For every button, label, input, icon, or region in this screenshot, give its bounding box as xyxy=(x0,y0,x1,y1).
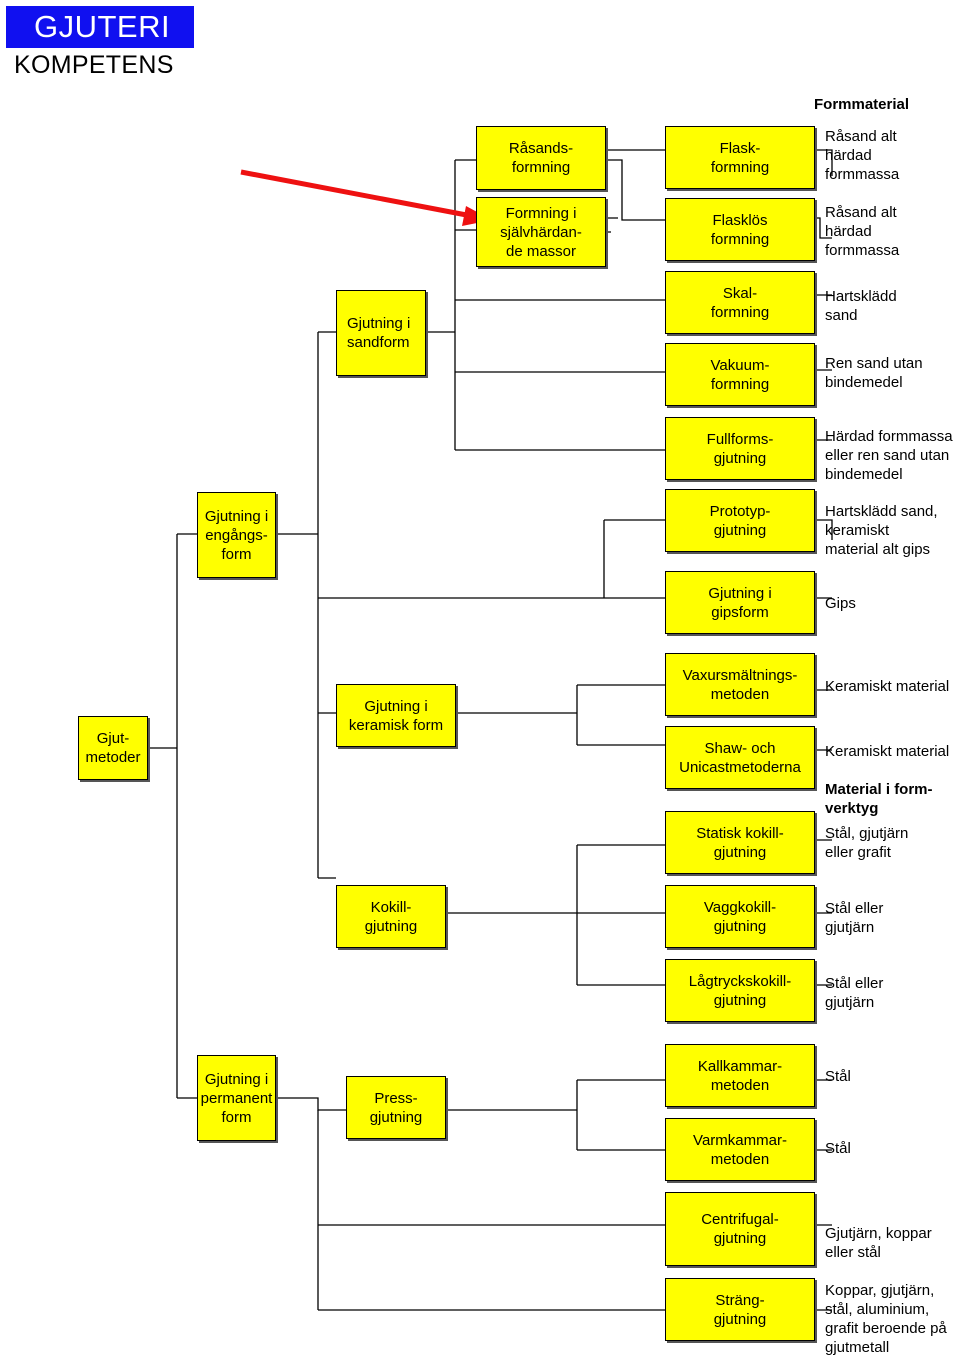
material-rasandsformning: Råsand alt härdad formmassa xyxy=(825,128,900,183)
material-shaw-unicast: Keramiskt material xyxy=(825,743,950,760)
box-flaskformning: Flask- formning xyxy=(665,126,815,189)
box-kokillgjutning: Kokill- gjutning xyxy=(336,885,446,948)
box-strang: Sträng- gjutning xyxy=(665,1278,815,1341)
box-prototypgjutning: Prototyp- gjutning xyxy=(665,489,815,552)
box-sandform: Gjutning i sandform xyxy=(336,290,426,376)
box-lagtryckskokill: Lågtryckskokill- gjutning xyxy=(665,959,815,1022)
box-statisk-kokill: Statisk kokill- gjutning xyxy=(665,811,815,874)
box-keramisk-form: Gjutning i keramisk form xyxy=(336,684,456,747)
box-centrifugal: Centrifugal- gjutning xyxy=(665,1192,815,1266)
material-kallkammar: Stål xyxy=(825,1068,851,1085)
box-kallkammar: Kallkammar- metoden xyxy=(665,1044,815,1107)
material-vakuumformning: Ren sand utan bindemedel xyxy=(825,355,923,391)
material-statisk-kokill: Stål, gjutjärn eller grafit xyxy=(825,825,909,861)
box-gipsform: Gjutning i gipsform xyxy=(665,571,815,634)
box-varmkammar: Varmkammar- metoden xyxy=(665,1118,815,1181)
header-material-formverktyg: Material i form- verktyg xyxy=(825,781,933,817)
material-vaggkokill: Stål eller gjutjärn xyxy=(825,900,884,936)
pointer-arrow xyxy=(240,169,478,220)
box-pressgjutning: Press- gjutning xyxy=(346,1076,446,1139)
material-skalformning: Hartsklädd sand xyxy=(825,288,897,324)
material-strang: Koppar, gjutjärn, stål, aluminium, grafi… xyxy=(825,1282,947,1356)
box-skalformning: Skal- formning xyxy=(665,271,815,334)
material-centrifugal: Gjutjärn, koppar eller stål xyxy=(825,1225,932,1261)
box-vakuumformning: Vakuum- formning xyxy=(665,343,815,406)
material-flasklos: Råsand alt härdad formmassa xyxy=(825,204,900,259)
logo-subtitle: KOMPETENS xyxy=(14,51,174,79)
material-prototyp: Hartsklädd sand, keramiskt material alt … xyxy=(825,503,938,558)
material-varmkammar: Stål xyxy=(825,1140,851,1157)
material-lagtryckskokill: Stål eller gjutjärn xyxy=(825,975,884,1011)
box-gjutmetoder: Gjut- metoder xyxy=(78,716,148,780)
box-fullformsgjutning: Fullforms- gjutning xyxy=(665,417,815,480)
material-vaxursmaltning: Keramiskt material xyxy=(825,678,950,695)
box-vaggkokill: Vaggkokill- gjutning xyxy=(665,885,815,948)
logo-title: GJUTERI xyxy=(6,6,194,48)
box-vaxursmaltning: Vaxursmältnings- metoden xyxy=(665,653,815,716)
material-gipsform: Gips xyxy=(825,595,856,612)
box-engangsform: Gjutning i engångs- form xyxy=(197,492,276,578)
material-fullforms: Härdad formmassa eller ren sand utan bin… xyxy=(825,428,953,483)
box-sjalvhardande: Formning i självhärdan- de massor xyxy=(476,197,606,267)
box-rasandsformning: Råsands- formning xyxy=(476,126,606,190)
box-flasklos: Flasklös formning xyxy=(665,198,815,261)
box-shaw-unicast: Shaw- och Unicastmetoderna xyxy=(665,726,815,789)
box-permanent-form: Gjutning i permanent form xyxy=(197,1055,276,1141)
header-formmaterial: Formmaterial xyxy=(814,96,910,113)
